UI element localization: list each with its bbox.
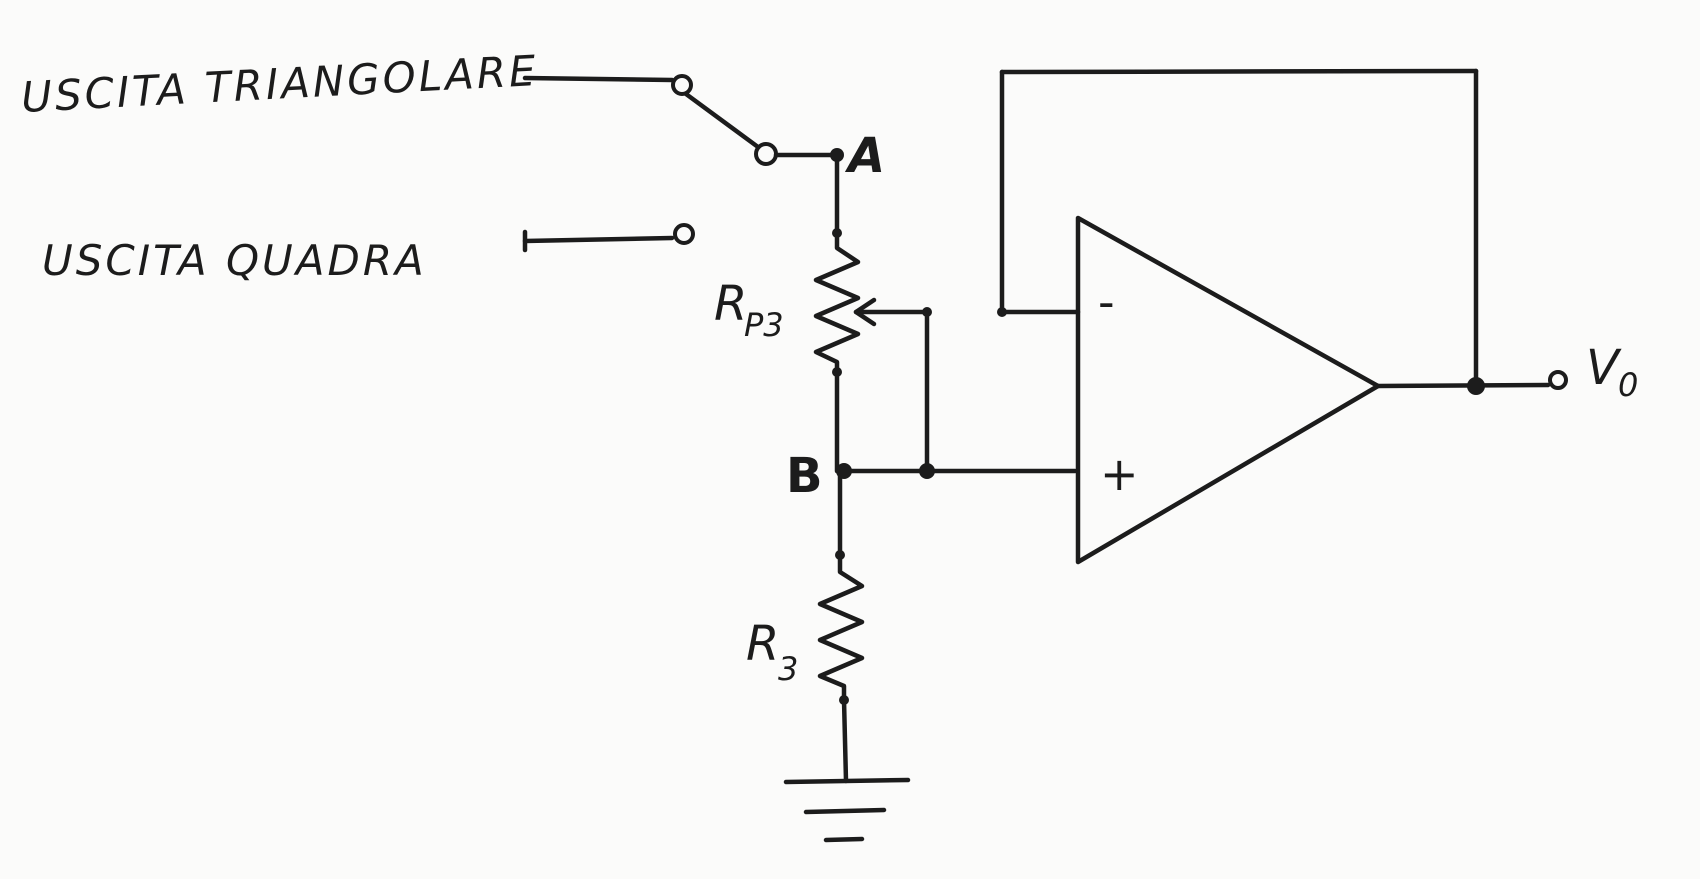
node-b-label: B <box>786 448 823 504</box>
r3-label-main: R <box>746 616 779 672</box>
opamp-inverting-sign: - <box>1098 275 1115 329</box>
r3-label-sub: 3 <box>778 650 798 688</box>
opamp-triangle <box>1075 215 1381 565</box>
feedback-corner-dot <box>997 307 1007 317</box>
switch-common-terminal <box>754 142 778 166</box>
ground-icon <box>783 777 911 843</box>
ground-wire <box>841 697 849 784</box>
triangular-input-wire <box>522 75 675 83</box>
output-terminal <box>1548 370 1568 390</box>
triangular-output-label: USCITA TRIANGOLARE <box>20 46 540 122</box>
rp3-label-main: R <box>714 276 747 332</box>
output-wire <box>1375 382 1551 389</box>
rp3-label-sub: P3 <box>744 306 784 344</box>
square-output-label: USCITA QUADRA <box>42 236 427 285</box>
resistor-r3 <box>817 552 865 703</box>
square-terminal <box>673 223 695 245</box>
output-label-main: V <box>1586 340 1622 396</box>
triangular-terminal <box>671 74 693 96</box>
square-input-wire <box>522 235 675 244</box>
selector-switch-blade <box>683 91 761 150</box>
potentiometer-rp3 <box>813 230 861 375</box>
node-a-label: A <box>844 128 885 184</box>
opamp-noninverting-sign: + <box>1100 447 1139 501</box>
output-junction-dot <box>1467 377 1485 395</box>
feedback-top-wire <box>999 68 1479 75</box>
output-label-sub: 0 <box>1618 366 1638 404</box>
potentiometer-wiper-arrow <box>853 297 877 327</box>
